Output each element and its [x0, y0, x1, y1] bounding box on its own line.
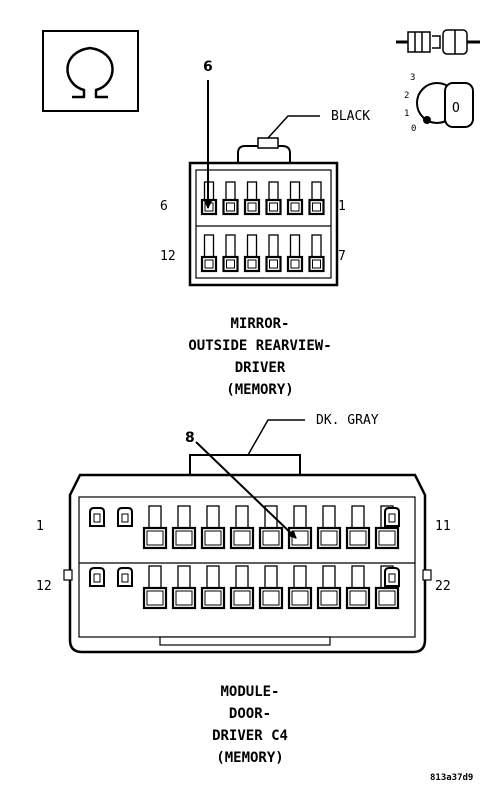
- pin-cavity: [286, 181, 304, 216]
- mirror-callout-pin: 6: [203, 59, 213, 75]
- mirror-connector: 6 BLACK 6 1 12 7 MIRROR- OUTSIDE REARVIE…: [160, 59, 370, 398]
- pin-cavity-small: [117, 507, 133, 527]
- pin-cavity: [265, 234, 282, 273]
- pin-cavity: [200, 565, 226, 610]
- ignition-key-icon: 3 2 1 0 O: [404, 73, 474, 134]
- key-label: O: [452, 101, 460, 116]
- pin-cavity: [243, 181, 261, 216]
- module-connector-body: [63, 454, 432, 654]
- connector-unplug-icon: [396, 29, 480, 55]
- pin-cavity: [258, 565, 284, 610]
- pin-cavity: [142, 565, 168, 610]
- pin-cavity-small: [117, 567, 133, 587]
- module-connector: 8 DK. GRAY 1 11 12 22 MODULE- DOOR- DRIV…: [36, 413, 451, 766]
- pin-cavity: [286, 234, 304, 273]
- pin-cavity: [200, 505, 226, 550]
- module-pin-22-label: 22: [435, 579, 451, 594]
- ohmmeter-symbol-icon: [42, 30, 139, 112]
- pin-cavity: [171, 505, 197, 550]
- mirror-title: MIRROR- OUTSIDE REARVIEW- DRIVER (MEMORY…: [188, 316, 331, 398]
- module-pin-1-label: 1: [36, 519, 44, 534]
- pin-cavity: [308, 234, 325, 273]
- mirror-color-label: BLACK: [331, 109, 370, 124]
- pin-cavity: [316, 505, 342, 550]
- pin-cavity: [345, 505, 371, 550]
- pin-cavity: [222, 234, 239, 273]
- figure-code: 813a37d9: [430, 773, 473, 783]
- module-pin-12-label: 12: [36, 579, 52, 594]
- svg-text:DRIVER C4: DRIVER C4: [212, 728, 288, 744]
- pin-cavity: [265, 181, 282, 216]
- svg-text:DOOR-: DOOR-: [229, 706, 271, 722]
- pin-cavity: [229, 565, 255, 610]
- pin-cavity: [308, 181, 325, 216]
- ignition-position-1: 1: [404, 109, 409, 119]
- pin-cavity-small: [89, 567, 105, 587]
- module-title: MODULE- DOOR- DRIVER C4 (MEMORY): [212, 684, 288, 766]
- ignition-position-2: 2: [404, 91, 409, 101]
- pin-cavity: [171, 565, 197, 610]
- mirror-pin-7-label: 7: [338, 249, 346, 264]
- module-callout-pin: 8: [185, 430, 195, 446]
- ignition-position-0: 0: [411, 124, 416, 134]
- mirror-pin-12-label: 12: [160, 249, 176, 264]
- mirror-pin-6-label: 6: [160, 199, 168, 214]
- pin-cavity: [200, 234, 218, 273]
- pin-cavity: [287, 565, 313, 610]
- module-pin-cavities: [89, 505, 400, 610]
- module-pin-11-label: 11: [435, 519, 451, 534]
- pin-cavity: [243, 234, 261, 273]
- pin-cavity: [229, 505, 255, 550]
- pin-cavity-small: [384, 507, 400, 527]
- pin-cavity: [222, 181, 239, 216]
- svg-text:MIRROR-: MIRROR-: [230, 316, 289, 332]
- ignition-position-3: 3: [410, 73, 415, 83]
- mirror-pin-cavities: [200, 181, 325, 273]
- svg-text:(MEMORY): (MEMORY): [226, 382, 293, 398]
- pin-cavity: [345, 565, 371, 610]
- pin-cavity-small: [384, 567, 400, 587]
- svg-text:(MEMORY): (MEMORY): [216, 750, 283, 766]
- mirror-pin-1-label: 1: [338, 199, 346, 214]
- pin-cavity-small: [89, 507, 105, 527]
- module-color-label: DK. GRAY: [316, 413, 379, 428]
- pin-cavity: [142, 505, 168, 550]
- svg-text:DRIVER: DRIVER: [235, 360, 286, 376]
- svg-text:MODULE-: MODULE-: [220, 684, 279, 700]
- svg-text:OUTSIDE REARVIEW-: OUTSIDE REARVIEW-: [188, 338, 331, 354]
- pin-cavity: [316, 565, 342, 610]
